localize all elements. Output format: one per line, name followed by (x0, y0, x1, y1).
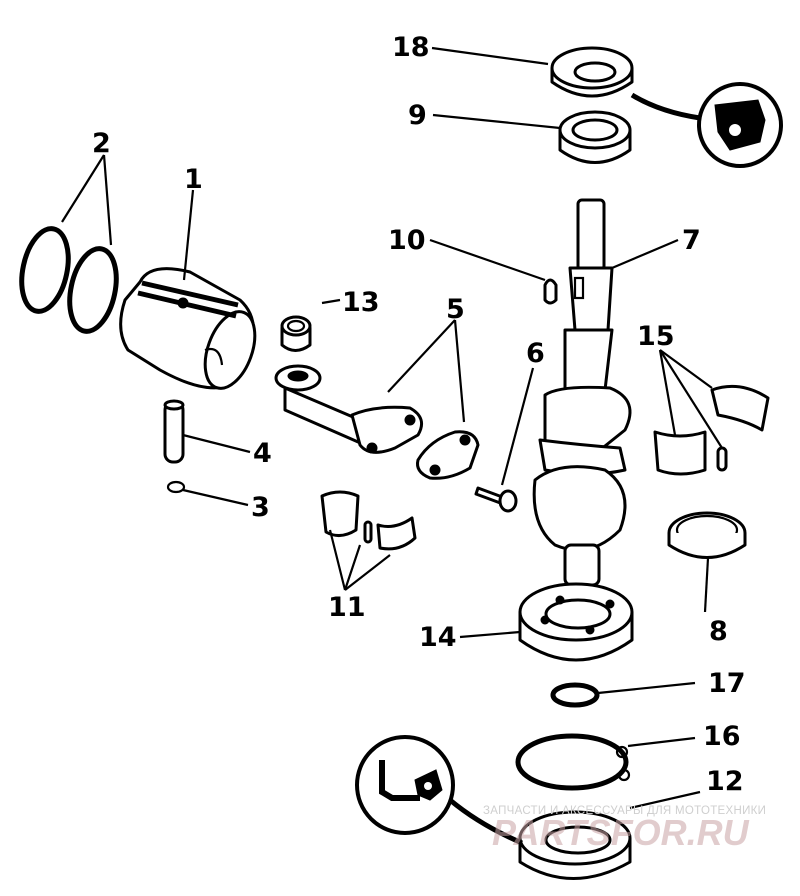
wrist-pin (163, 399, 185, 464)
small-snap-ring (550, 682, 600, 708)
sealant-icon-top (630, 82, 783, 168)
callout-17: 17 (708, 668, 746, 699)
needle-bearing (280, 315, 312, 352)
piston-rings (19, 226, 119, 334)
callout-12: 12 (706, 766, 744, 797)
retaining-ring (667, 511, 747, 559)
main-ball-bearing (518, 582, 634, 662)
pin-clip (166, 480, 186, 494)
large-snap-ring (515, 733, 631, 791)
callout-2: 2 (92, 128, 111, 159)
bottom-seal (518, 810, 632, 880)
callout-16: 16 (703, 721, 741, 752)
leader-lines (61, 46, 723, 810)
callout-5: 5 (446, 294, 465, 325)
main-bearing-halves (653, 384, 770, 476)
callout-15: 15 (637, 321, 675, 352)
rod-bearing-halves (320, 490, 417, 551)
callout-18: 18 (392, 32, 430, 63)
crankshaft (532, 198, 632, 587)
callout-8: 8 (709, 616, 728, 647)
callout-6: 6 (526, 338, 545, 369)
callout-14: 14 (419, 622, 457, 653)
sealant-icon-bottom (355, 735, 523, 846)
watermark: ЗАПЧАСТИ И АКСЕССУАРЫ ДЛЯ МОТОТЕХНИКИ PA… (483, 805, 766, 853)
top-bearing (558, 110, 632, 164)
callout-10: 10 (388, 225, 426, 256)
connecting-rod (274, 364, 480, 480)
callout-13: 13 (342, 287, 380, 318)
callout-7: 7 (682, 225, 701, 256)
woodruff-key (543, 278, 558, 305)
cap-screw (474, 486, 518, 513)
callout-9: 9 (408, 100, 427, 131)
callout-labels: 2 1 4 3 5 13 6 10 7 15 11 18 9 8 14 17 1… (92, 32, 746, 797)
watermark-caption: ЗАПЧАСТИ И АКСЕССУАРЫ ДЛЯ МОТОТЕХНИКИ (483, 805, 766, 817)
piston (119, 267, 257, 390)
watermark-site: PARTSFOR.RU (492, 812, 750, 853)
callout-11: 11 (328, 592, 366, 623)
callout-1: 1 (184, 164, 203, 195)
top-seal (550, 46, 634, 98)
callout-4: 4 (253, 438, 272, 469)
callout-3: 3 (251, 492, 270, 523)
